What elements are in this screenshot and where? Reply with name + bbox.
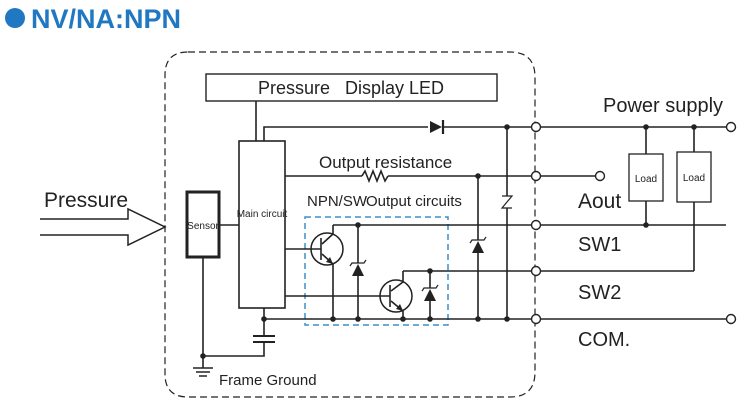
load-2-box (676, 151, 712, 203)
com-terminal (530, 313, 542, 325)
transistor-1-icon (310, 232, 344, 266)
diagram-title: NV/NA:NPN (31, 4, 181, 34)
display-led-box (205, 73, 498, 102)
aout-inner-terminal (530, 170, 542, 182)
power-supply-terminal (725, 121, 737, 133)
title-group: NV/NA:NPN (5, 4, 181, 34)
sw2-label: SW2 (578, 282, 621, 304)
npn-sw-label: NPN/SW (307, 193, 368, 210)
load-2-label: Load (683, 173, 705, 184)
com-label: COM. (578, 329, 630, 351)
diode-icon (430, 121, 442, 133)
power-terminal (530, 121, 542, 133)
output-circuits-label: Output circuits (366, 193, 462, 210)
load-1-box (628, 153, 664, 202)
aout-label: Aout (578, 190, 621, 213)
pressure-label: Pressure (44, 189, 128, 212)
capacitor-icon (253, 335, 275, 343)
zener-diode-2-icon (421, 271, 439, 319)
power-supply-label: Power supply (603, 95, 723, 117)
varistor-icon (500, 127, 514, 319)
frame-ground-icon (193, 367, 213, 377)
sensor-label: Sensor (187, 221, 219, 232)
display-led-label: Pressure Display LED (258, 78, 444, 98)
load-1-label: Load (635, 174, 657, 185)
output-circuits-box (304, 216, 449, 326)
main-circuit-box (238, 140, 286, 309)
title-bullet-icon (5, 8, 25, 28)
zener-diode-1-icon (349, 225, 367, 319)
main-circuit-label: Main circuit (237, 209, 288, 220)
sw2-terminal (530, 265, 542, 277)
aout-terminal (594, 170, 606, 182)
device-enclosure (164, 51, 536, 398)
pressure-arrow-icon (40, 207, 167, 247)
frame-ground-label: Frame Ground (219, 372, 317, 389)
power-rail-left (263, 126, 428, 141)
output-resistance-label: Output resistance (319, 153, 452, 172)
protection-zener-icon (469, 176, 487, 319)
resistor-icon (361, 168, 389, 184)
com-supply-terminal (725, 313, 737, 325)
sw1-terminal (530, 219, 542, 231)
junction-dots (261, 124, 510, 322)
sw1-label: SW1 (578, 234, 621, 256)
